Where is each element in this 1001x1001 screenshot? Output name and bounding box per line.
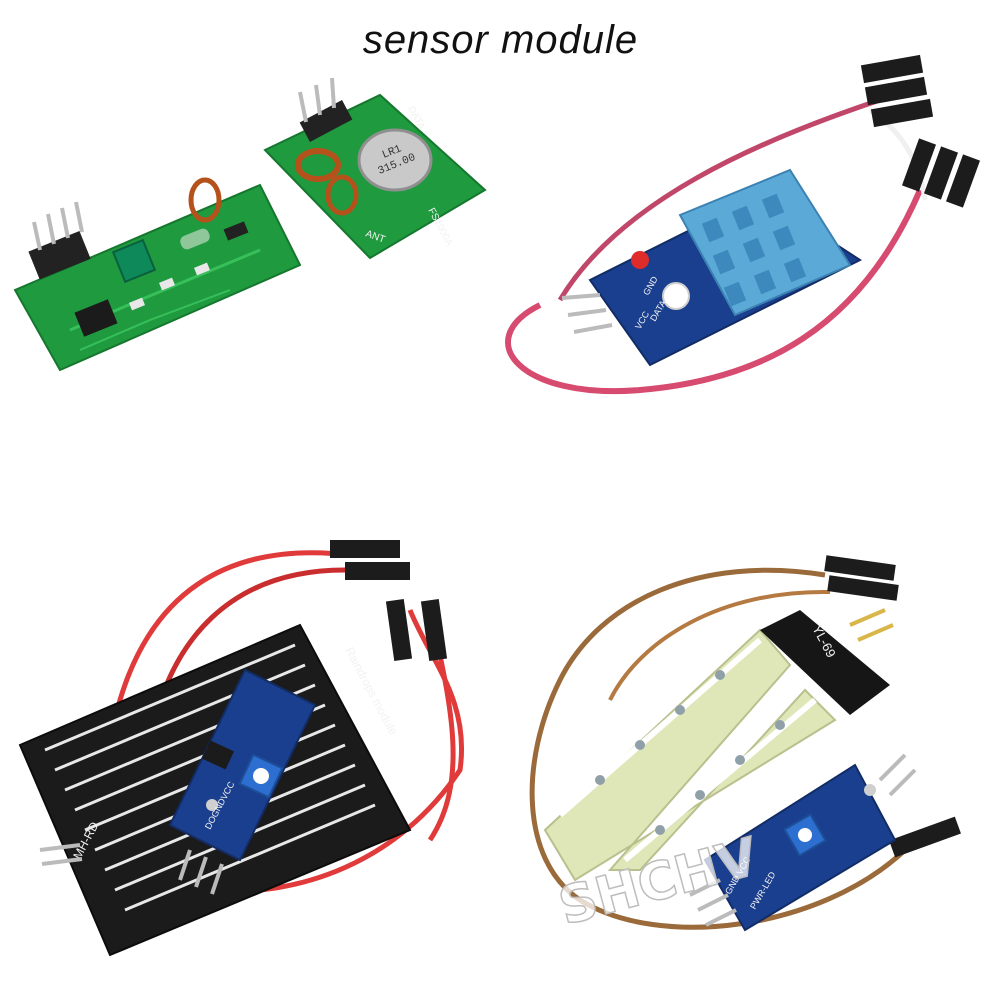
rf-transmitter-module: LR1315.00 DATA ANT FS1000A [263,77,487,260]
page-title: sensor module [362,18,639,62]
soil-moisture-module: YL-69 PWR-LED GND VCC [529,555,961,932]
receiver-header-pins [28,201,91,280]
transmitter-crystal: LR1315.00 [357,128,433,192]
dht11-sensor-module: VCC DATA GND [505,54,981,395]
rf-receiver-module [13,177,302,372]
raindrop-sensor-module: Raindrops module MH-RD DOGNDVCC [18,540,464,957]
